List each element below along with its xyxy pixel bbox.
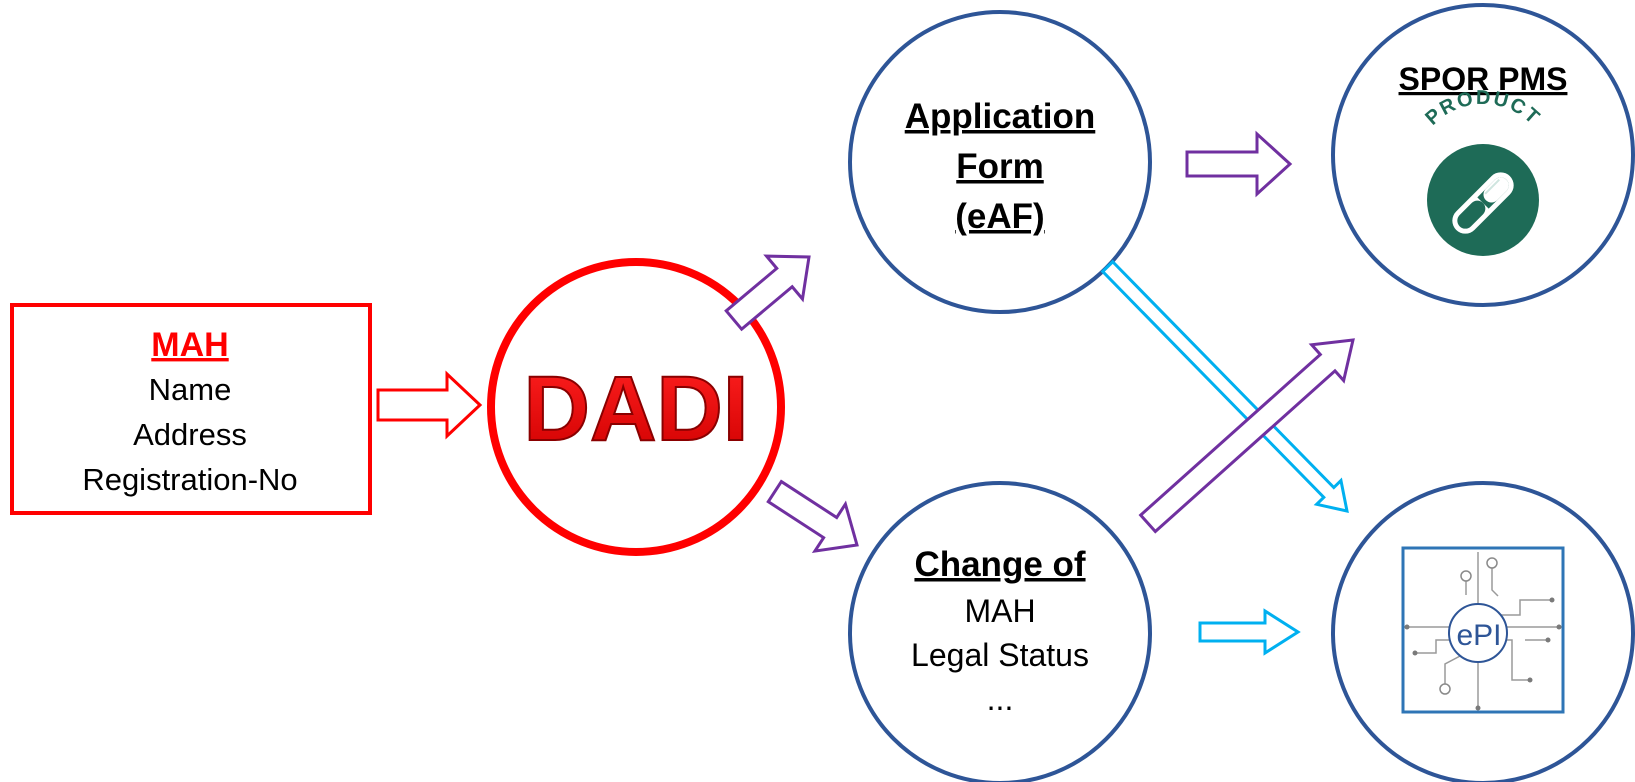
spor-pms-title: SPOR PMS	[1399, 61, 1568, 97]
mah-title: MAH	[151, 326, 228, 364]
mah-address: Address	[133, 417, 247, 452]
eaf-line-1: Application	[905, 97, 1096, 136]
eaf-line-3: (eAF)	[955, 197, 1044, 236]
change-of-title: Change of	[914, 545, 1085, 584]
mah-box: MAH Name Address Registration-No	[10, 303, 372, 515]
arrow-change-to-spor	[1138, 338, 1355, 534]
mah-name: Name	[149, 372, 232, 407]
change-of-ellipsis: ...	[987, 681, 1014, 717]
spor-pms-node: SPOR PMS PRODUCT	[1331, 3, 1635, 307]
arrow-dadi-to-eaf	[724, 254, 811, 332]
mah-registration: Registration-No	[82, 462, 297, 497]
epi-logo: ePI	[1401, 546, 1565, 714]
application-form-node: Application Form (eAF)	[848, 10, 1152, 314]
change-of-node: Change of MAH Legal Status ...	[848, 481, 1152, 782]
arrow-dadi-to-change	[766, 479, 859, 554]
change-of-legal-status: Legal Status	[911, 637, 1089, 673]
epi-node: ePI	[1331, 481, 1635, 782]
capsule-icon	[1452, 172, 1514, 234]
arrow-eaf-to-spor	[1185, 130, 1293, 198]
epi-logo-text: ePI	[1456, 619, 1501, 652]
dadi-label: DADI	[524, 358, 749, 460]
arrow-eaf-to-epi	[1100, 259, 1349, 513]
eaf-line-2: Form	[956, 147, 1044, 186]
dadi-node: DADI	[487, 258, 785, 556]
arrow-mah-to-dadi	[376, 370, 483, 440]
arrow-change-to-epi	[1198, 608, 1301, 656]
change-of-mah: MAH	[964, 593, 1035, 629]
